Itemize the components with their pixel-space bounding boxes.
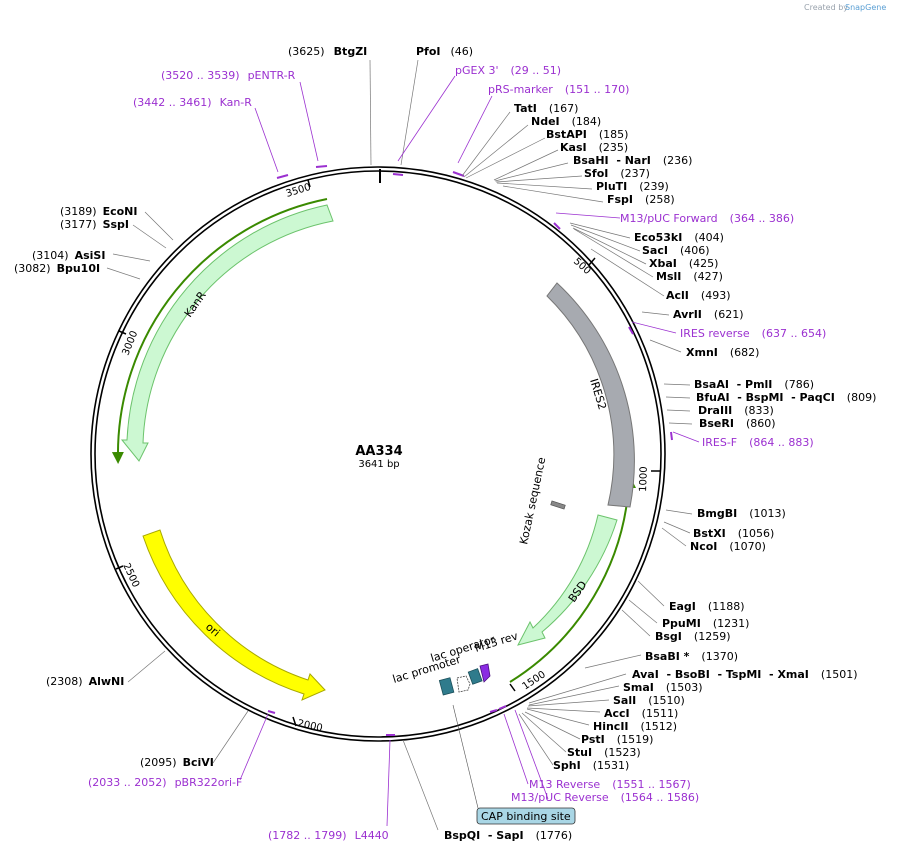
primer-m13puc-reverse: M13/pUC Reverse(1564 .. 1586) bbox=[511, 791, 699, 804]
backbone-outer-strand bbox=[90, 166, 666, 742]
enzyme-pfoi: PfoI(46) bbox=[416, 45, 473, 58]
enzyme-sali: SalI(1510) bbox=[613, 694, 685, 707]
cap-leader bbox=[452, 704, 479, 809]
enzyme-pluti: PluTI(239) bbox=[596, 180, 669, 193]
enzyme-sspi: (3177)SspI bbox=[60, 218, 129, 231]
enzyme-bcivi: (2095)BciVI bbox=[140, 756, 214, 769]
cap-binding-site-box[interactable] bbox=[476, 807, 576, 825]
enzyme-smai: SmaI(1503) bbox=[623, 681, 702, 694]
primer-prs-marker: pRS-marker(151 .. 170) bbox=[488, 83, 629, 96]
credit-prefix: Created by bbox=[804, 3, 848, 12]
enzyme-bsaai-pmli: BsaAI - PmlI(786) bbox=[694, 378, 814, 391]
primer-l4440: (1782 .. 1799)L4440 bbox=[268, 829, 389, 842]
primer-m13-reverse: M13 Reverse(1551 .. 1567) bbox=[529, 778, 691, 791]
enzyme-xmni: XmnI(682) bbox=[686, 346, 759, 359]
cap-binding-site-label: CAP binding site bbox=[481, 810, 571, 823]
enzyme-bsgi: BsgI(1259) bbox=[655, 630, 730, 643]
enzyme-asisi: (3104)AsiSI bbox=[32, 249, 105, 262]
enzyme-labels: (3625) BtgZI PfoI(46) TatI(167) NdeI(184… bbox=[14, 40, 876, 842]
enzyme-econi: (3189)EcoNI bbox=[60, 205, 137, 218]
primer-pbr322ori-f: (2033 .. 2052)pBR322ori-F bbox=[88, 776, 242, 789]
enzyme-hincii: HincII(1512) bbox=[593, 720, 677, 733]
enzyme-tati: TatI(167) bbox=[514, 102, 578, 115]
enzyme-xbai: XbaI(425) bbox=[649, 257, 718, 270]
primer-pgex3: pGEX 3'(29 .. 51) bbox=[455, 64, 561, 77]
enzyme-alwni: (2308)AlwNI bbox=[46, 675, 124, 688]
lac-promoter-feature[interactable] bbox=[438, 677, 455, 696]
enzyme-bsahi-nari: BsaHI - NarI(236) bbox=[573, 154, 692, 167]
primer-m13puc-forward: M13/pUC Forward(364 .. 386) bbox=[620, 212, 794, 225]
enzyme-bpu10i: (3082)Bpu10I bbox=[14, 262, 100, 275]
enzyme-ncoi: NcoI(1070) bbox=[690, 540, 766, 553]
kozak-feature[interactable] bbox=[550, 500, 566, 510]
enzyme-bseri: BseRI(860) bbox=[699, 417, 776, 430]
enzyme-sphi: SphI(1531) bbox=[553, 759, 629, 772]
tick-marks bbox=[115, 179, 660, 727]
primer-ires-reverse: IRES reverse(637 .. 654) bbox=[680, 327, 826, 340]
enzyme-bfuai-bspmi-paqci: BfuAI - BspMI - PaqCI(809) bbox=[696, 391, 876, 404]
primer-ires-f: IRES-F(864 .. 883) bbox=[702, 436, 814, 449]
cap-block[interactable] bbox=[467, 668, 483, 685]
enzyme-msli: MslI(427) bbox=[656, 270, 723, 283]
lac-operator-feature[interactable] bbox=[456, 675, 471, 693]
enzyme-ppumi: PpuMI(1231) bbox=[662, 617, 749, 630]
enzyme-eco53ki: Eco53kI(404) bbox=[634, 231, 724, 244]
enzyme-eagi: EagI(1188) bbox=[669, 600, 744, 613]
tick-label-2000: 2000 bbox=[296, 718, 323, 734]
enzyme-bspqi-sapi: BspQI - SapI(1776) bbox=[444, 829, 572, 842]
enzyme-acci: AccI(1511) bbox=[604, 707, 678, 720]
enzyme-bstxi: BstXI(1056) bbox=[693, 527, 774, 540]
enzyme-acli: AclI(493) bbox=[666, 289, 731, 302]
enzyme-btgzi: (3625) BtgZI bbox=[288, 40, 367, 59]
kanr-feature[interactable] bbox=[120, 204, 334, 462]
ires2-feature[interactable] bbox=[546, 282, 635, 508]
kanr-orf-line bbox=[111, 198, 328, 464]
enzyme-avrii: AvrII(621) bbox=[673, 308, 744, 321]
plasmid-length: 3641 bp bbox=[358, 459, 399, 470]
enzyme-leaders bbox=[106, 59, 693, 831]
kozak-label: Kozak sequence bbox=[517, 456, 548, 546]
m13rev-label: M13 rev bbox=[473, 629, 520, 655]
primer-labels: pGEX 3'(29 .. 51) pRS-marker(151 .. 170)… bbox=[88, 64, 826, 842]
snapgene-logo: SnapGene bbox=[845, 3, 886, 12]
backbone-inner-strand bbox=[94, 170, 662, 738]
bsd-feature[interactable] bbox=[517, 514, 618, 646]
enzyme-saci: SacI(406) bbox=[642, 244, 710, 257]
tick-label-1000: 1000 bbox=[638, 466, 650, 492]
enzyme-fspi: FspI(258) bbox=[607, 193, 675, 206]
enzyme-avai-group: AvaI - BsoBI - TspMI - XmaI(1501) bbox=[632, 668, 857, 681]
m13rev-feature[interactable] bbox=[479, 663, 491, 683]
enzyme-stui: StuI(1523) bbox=[567, 746, 641, 759]
primer-marks bbox=[267, 165, 673, 736]
primer-leaders bbox=[239, 75, 700, 827]
plasmid-name: AA334 bbox=[355, 444, 402, 459]
primer-pentr-r: (3520 .. 3539)pENTR-R bbox=[161, 69, 296, 82]
enzyme-kasi: KasI(235) bbox=[560, 141, 628, 154]
primer-kan-r: (3442 .. 3461)Kan-R bbox=[133, 96, 252, 109]
enzyme-sfoi: SfoI(237) bbox=[584, 167, 650, 180]
enzyme-psti: PstI(1519) bbox=[581, 733, 653, 746]
enzyme-bstapi: BstAPI(185) bbox=[546, 128, 628, 141]
enzyme-bsabi: BsaBI *(1370) bbox=[645, 650, 738, 663]
ori-feature[interactable] bbox=[142, 529, 326, 701]
enzyme-ndei: NdeI(184) bbox=[531, 115, 601, 128]
enzyme-bmgbi: BmgBI(1013) bbox=[697, 507, 786, 520]
enzyme-draiii: DraIII(833) bbox=[698, 404, 774, 417]
bsd-orf-line bbox=[509, 481, 630, 683]
